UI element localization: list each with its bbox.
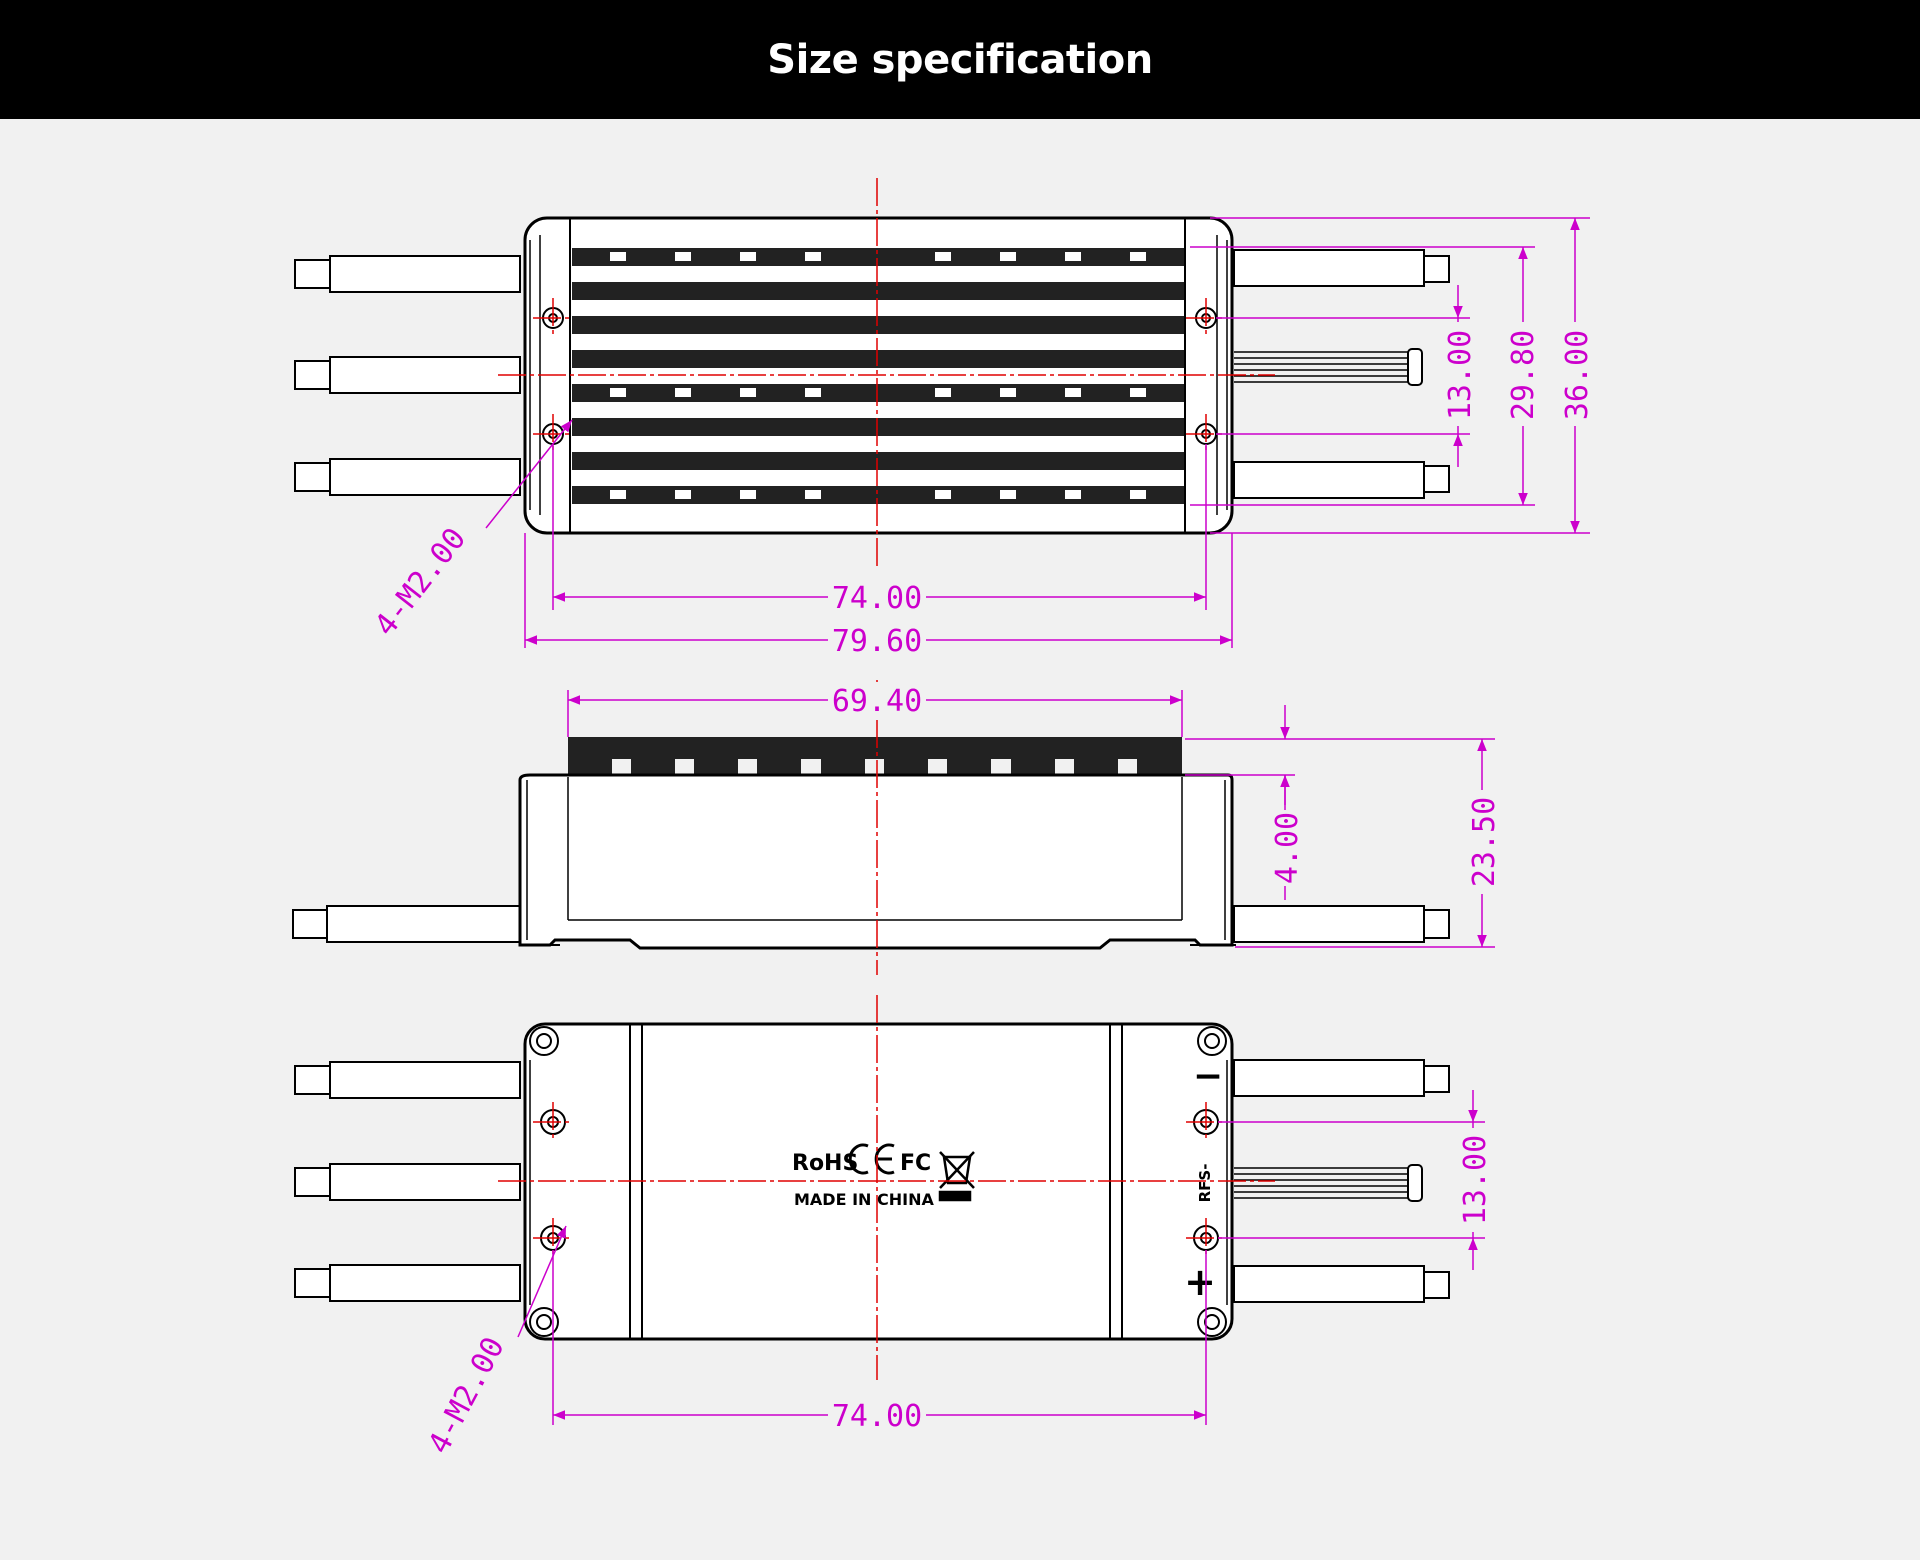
page-header: Size specification	[0, 0, 1920, 119]
bottom-right-wires	[1233, 1059, 1450, 1303]
dim-side-overall-height: 23.50	[1467, 797, 1502, 887]
dim-hole-spacing-x-top: 74.00	[832, 581, 922, 616]
fc-mark: FC	[900, 1151, 931, 1176]
side-fins	[568, 737, 1182, 777]
bottom-markings: RoHS FC MADE IN CHINA − + RFS-	[792, 1056, 1223, 1304]
side-view	[292, 737, 1450, 950]
dim-overall-height: 36.00	[1560, 330, 1595, 420]
page-title: Size specification	[767, 36, 1153, 83]
rfs-mark: RFS-	[1196, 1164, 1214, 1203]
plus-polarity-mark: +	[1184, 1260, 1216, 1304]
side-case	[518, 773, 1234, 950]
dim-hole-spacing-x-bottom: 74.00	[832, 1399, 922, 1434]
bottom-centerlines	[498, 995, 1275, 1380]
dim-hole-spacing-y-top: 13.00	[1443, 330, 1478, 420]
bottom-corner-holes	[529, 1026, 1227, 1337]
label-holes-bottom: 4-M2.00	[421, 1332, 511, 1460]
top-left-wires	[294, 255, 521, 496]
top-fins	[572, 248, 1184, 504]
minus-polarity-mark: −	[1193, 1056, 1223, 1097]
side-dimension-labels: 69.40 4.00 23.50	[828, 682, 1502, 894]
dim-hole-spacing-y-bottom: 13.00	[1458, 1135, 1493, 1225]
dim-fin-span: 29.80	[1506, 330, 1541, 420]
top-right-wires	[1233, 249, 1450, 499]
bottom-left-wires	[294, 1061, 521, 1302]
dim-fin-height: 4.00	[1270, 812, 1305, 884]
dimension-drawing: 74.00 79.60 36.00 29.80 13.00 4-M2.00	[292, 178, 1595, 1460]
rohs-mark: RoHS	[792, 1151, 858, 1176]
dim-overall-width: 79.60	[832, 624, 922, 659]
label-holes-top: 4-M2.00	[368, 522, 473, 643]
top-dimension-labels: 74.00 79.60 36.00 29.80 13.00 4-M2.00	[368, 322, 1595, 659]
made-in-china-text: MADE IN CHINA	[794, 1190, 934, 1209]
dim-fin-width: 69.40	[832, 684, 922, 719]
weee-bin-icon	[938, 1151, 975, 1202]
ce-mark-icon	[848, 1143, 895, 1175]
